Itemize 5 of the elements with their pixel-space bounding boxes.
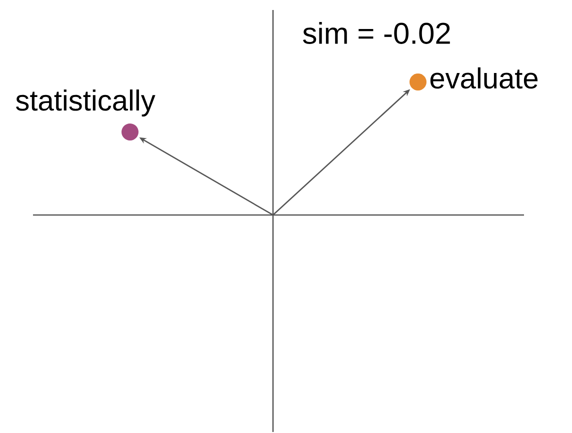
similarity-label: sim = -0.02 xyxy=(303,22,450,44)
dot xyxy=(122,124,138,140)
word-label: evaluate xyxy=(430,67,538,89)
word-label: statistically xyxy=(16,89,156,116)
dot xyxy=(410,74,426,90)
